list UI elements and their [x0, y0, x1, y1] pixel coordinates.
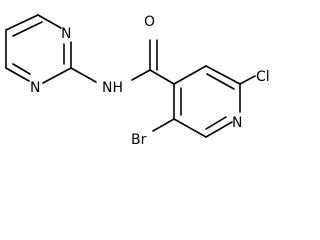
bond-c5-br — [152, 118, 175, 132]
atom-label-bromine: Br — [131, 132, 147, 148]
bond-c5-c4 — [5, 14, 39, 31]
bond-c3-n3-inner — [12, 63, 31, 75]
bond-c3-c2 — [205, 65, 241, 85]
pyridine-ring — [152, 65, 256, 138]
pyrimidine-ring — [5, 14, 97, 84]
atom-label-pyrimidine-n-top: N — [61, 26, 71, 42]
canvas-background — [0, 0, 292, 152]
bond-c3-n3 — [5, 67, 30, 82]
bond-n-c6 — [205, 121, 233, 138]
bond-c5-c4-inner — [12, 21, 43, 37]
bond-n3-c2 — [42, 67, 72, 84]
bond-c4-c3 — [173, 65, 207, 85]
atom-label-amide-nh: NH — [102, 80, 123, 96]
bond-n-c6-inner — [205, 116, 227, 130]
structure-canvas: N N NH O N Cl Br — [0, 0, 292, 152]
bond-nh-carbonyl — [131, 69, 151, 81]
bond-c6-c5 — [173, 118, 207, 138]
atom-label-chlorine: Cl — [256, 69, 270, 85]
atom-label-pyrimidine-n-bottom: N — [30, 80, 40, 96]
bond-c2-cl — [239, 75, 256, 85]
bond-c2-nh — [70, 67, 97, 83]
bond-carbonyl-ring — [149, 69, 175, 85]
atom-label-carbonyl-o: O — [144, 14, 155, 30]
bond-c5-n1 — [37, 14, 62, 29]
amide-linkage — [131, 39, 175, 85]
atom-labels: N N NH O N Cl Br — [30, 14, 270, 148]
atom-label-pyridine-n: N — [232, 115, 242, 131]
molecule-diagram: N N NH O N Cl Br — [0, 0, 292, 152]
bond-c3-c2-inner — [206, 73, 235, 90]
